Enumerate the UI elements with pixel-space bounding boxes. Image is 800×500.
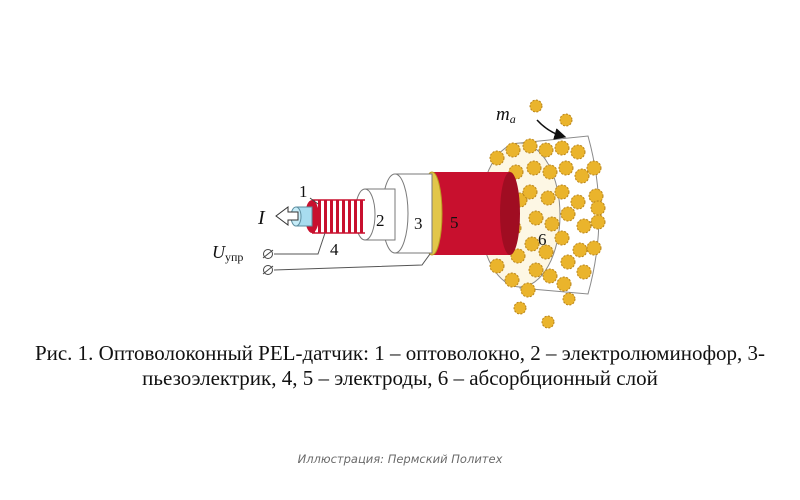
label-electrode-inner: 4	[330, 240, 339, 259]
particle	[562, 292, 576, 306]
particle	[522, 184, 538, 200]
particle	[560, 206, 576, 222]
particle	[576, 218, 592, 234]
particle	[570, 144, 586, 160]
particle	[538, 142, 554, 158]
particle	[559, 113, 573, 127]
particle	[590, 214, 606, 230]
light-output-arrow	[275, 206, 299, 226]
particle	[558, 160, 574, 176]
particle	[528, 210, 544, 226]
particle	[554, 230, 570, 246]
label-current: I	[257, 207, 266, 229]
particle	[489, 258, 505, 274]
particle	[489, 150, 505, 166]
label-electrode-outer: 5	[450, 213, 459, 232]
particle	[572, 242, 588, 258]
electrode-outer	[421, 171, 520, 256]
particle	[538, 244, 554, 260]
particle	[542, 164, 558, 180]
leader-lines	[309, 197, 319, 205]
label-voltage: Uупр	[212, 242, 243, 264]
particle	[554, 184, 570, 200]
particle	[570, 194, 586, 210]
particle	[510, 248, 526, 264]
particle	[542, 268, 558, 284]
particle	[513, 301, 527, 315]
particle	[576, 264, 592, 280]
particle	[556, 276, 572, 292]
figure-caption: Рис. 1. Оптоволоконный PEL-датчик: 1 – о…	[34, 341, 766, 390]
particle	[588, 188, 604, 204]
particle	[586, 240, 602, 256]
particle	[560, 254, 576, 270]
voltage-terminals	[262, 249, 274, 275]
label-piezoelectric: 3	[414, 214, 423, 233]
particle	[544, 216, 560, 232]
particle	[522, 138, 538, 154]
label-mass: ma	[496, 104, 516, 126]
particle	[526, 160, 542, 176]
label-absorption-layer: 6	[538, 230, 547, 249]
particle	[529, 99, 543, 113]
particle	[574, 168, 590, 184]
particle	[520, 282, 536, 298]
particle	[524, 236, 540, 252]
particle	[528, 262, 544, 278]
particle	[505, 142, 521, 158]
particle	[590, 200, 606, 216]
particle	[586, 160, 602, 176]
sensor-diagram: 1 2 3 5 4 6 I Uупр ma	[212, 99, 606, 329]
illustration-credit: Иллюстрация: Пермский Политех	[297, 452, 503, 466]
mass-flow-arrow	[536, 119, 567, 140]
label-fiber: 1	[299, 182, 308, 201]
label-electroluminophore: 2	[376, 211, 385, 230]
particle	[541, 315, 555, 329]
particle	[504, 272, 520, 288]
particle	[540, 190, 556, 206]
particle	[554, 140, 570, 156]
wires	[273, 232, 431, 271]
electrode-inner	[305, 199, 365, 234]
